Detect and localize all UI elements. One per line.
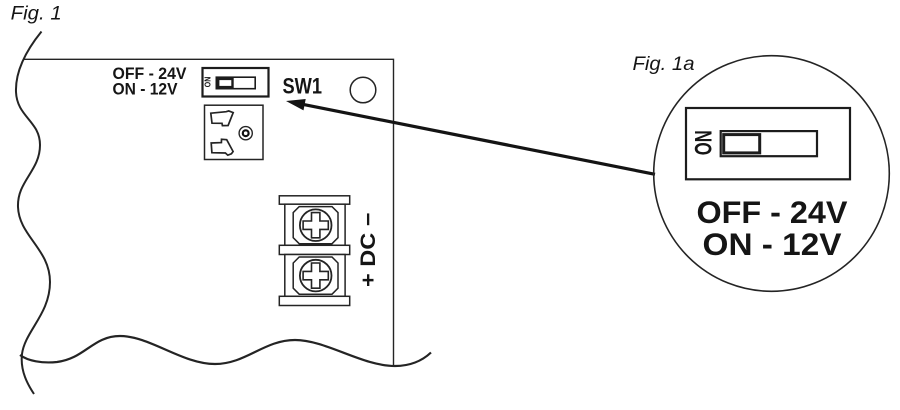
- svg-text:ON: ON: [690, 130, 717, 155]
- svg-text:ON - 12V: ON - 12V: [703, 226, 842, 262]
- svg-text:Fig. 1: Fig. 1: [11, 3, 62, 24]
- svg-text:+ DC −: + DC −: [357, 213, 380, 288]
- svg-text:ON: ON: [203, 77, 213, 88]
- svg-text:OFF - 24V: OFF - 24V: [113, 64, 188, 83]
- svg-text:Fig. 1a: Fig. 1a: [633, 54, 695, 75]
- svg-text:OFF - 24V: OFF - 24V: [697, 194, 848, 230]
- svg-text:ON - 12V: ON - 12V: [113, 79, 179, 98]
- svg-text:SW1: SW1: [283, 74, 323, 99]
